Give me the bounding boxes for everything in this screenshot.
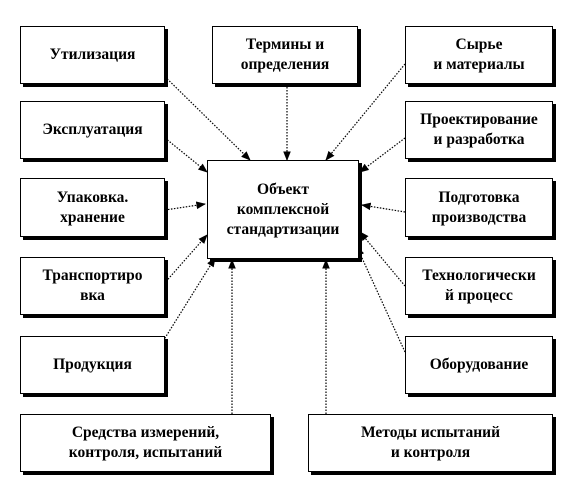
arrow-utilization [149,61,251,161]
node-utilization: Утилизация [20,26,165,84]
node-packaging-storage: Упаковка. хранение [20,178,165,237]
arrow-packaging [164,201,206,211]
arrow-preparation [361,202,406,213]
node-raw-materials: Сырье и материалы [405,26,553,84]
arrow-equipment [356,246,406,353]
node-exploitation: Эксплуатация [20,101,165,159]
arrow-transport [161,234,208,287]
node-technological-process: Технологически й процесс [405,257,553,315]
arrow-design [359,137,406,173]
node-transportation: Транспортиро вка [20,257,165,315]
arrow-exploitation [164,137,208,173]
arrow-product [159,257,216,347]
node-test-methods: Методы испытаний и контроля [308,414,553,472]
node-equipment: Оборудование [405,336,553,394]
node-product: Продукция [20,336,165,394]
node-production-preparation: Подготовка производства [405,178,553,237]
arrow-tech-process [359,231,406,287]
node-measurement-instruments: Средства измерений, контроля, испытаний [20,414,271,472]
center-node-standardization-object: Объект комплексной стандартизации [207,160,359,259]
node-design-development: Проектирование и разработка [405,101,553,159]
node-terms-definitions: Термины и определения [212,26,358,84]
